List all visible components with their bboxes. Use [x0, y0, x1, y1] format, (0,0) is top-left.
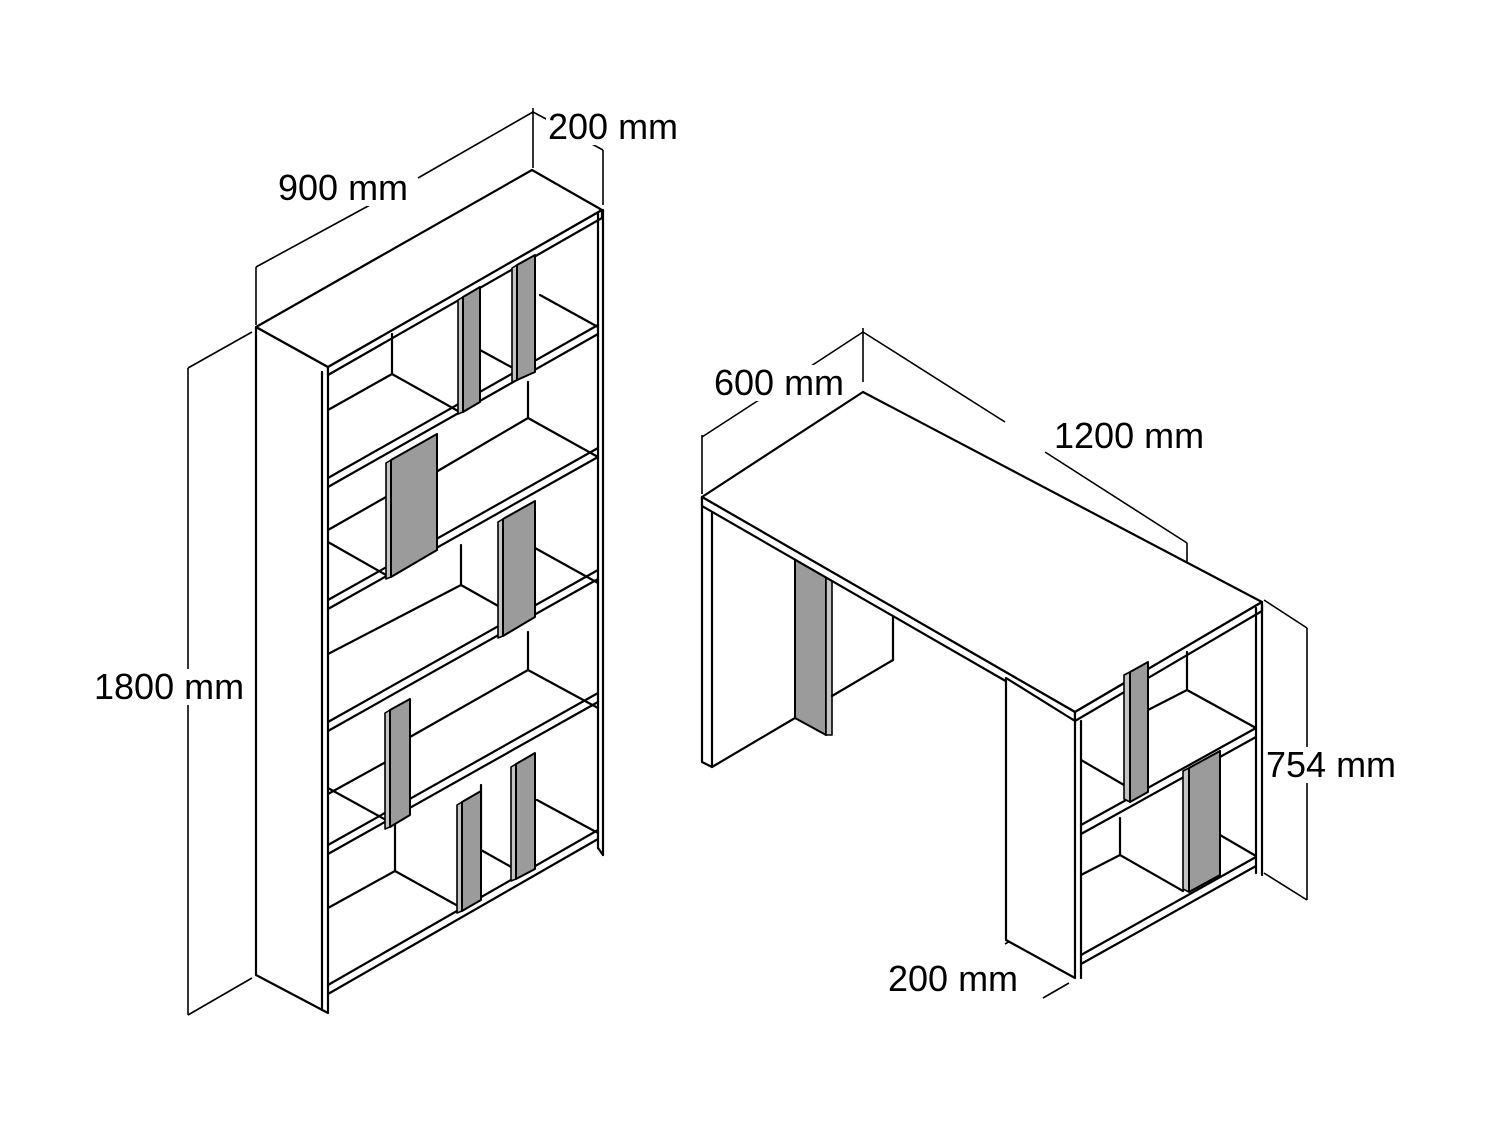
- desk: [700, 328, 1308, 999]
- bookshelf-shelves: [326, 293, 600, 996]
- desk-back-panel: [794, 554, 827, 736]
- bookshelf-height-label: 1800 mm: [92, 666, 247, 707]
- bookshelf: [187, 108, 605, 1016]
- bookshelf-width-label: 900 mm: [276, 167, 411, 208]
- desk-length-label: 1200 mm: [1052, 415, 1207, 456]
- bookshelf-dividers: [384, 254, 536, 914]
- bookshelf-depth-label: 200 mm: [546, 106, 681, 147]
- desk-left-leg: [700, 495, 714, 769]
- desk-depth-label: 600 mm: [712, 362, 847, 403]
- desk-right-leg: [1004, 676, 1077, 980]
- desk-dividers: [1123, 661, 1221, 893]
- desk-height-label: 754 mm: [1264, 744, 1399, 785]
- desk-side-depth-label: 200 mm: [886, 958, 1021, 999]
- bookshelf-side-panel: [254, 325, 330, 1015]
- desk-shelves: [1079, 650, 1258, 966]
